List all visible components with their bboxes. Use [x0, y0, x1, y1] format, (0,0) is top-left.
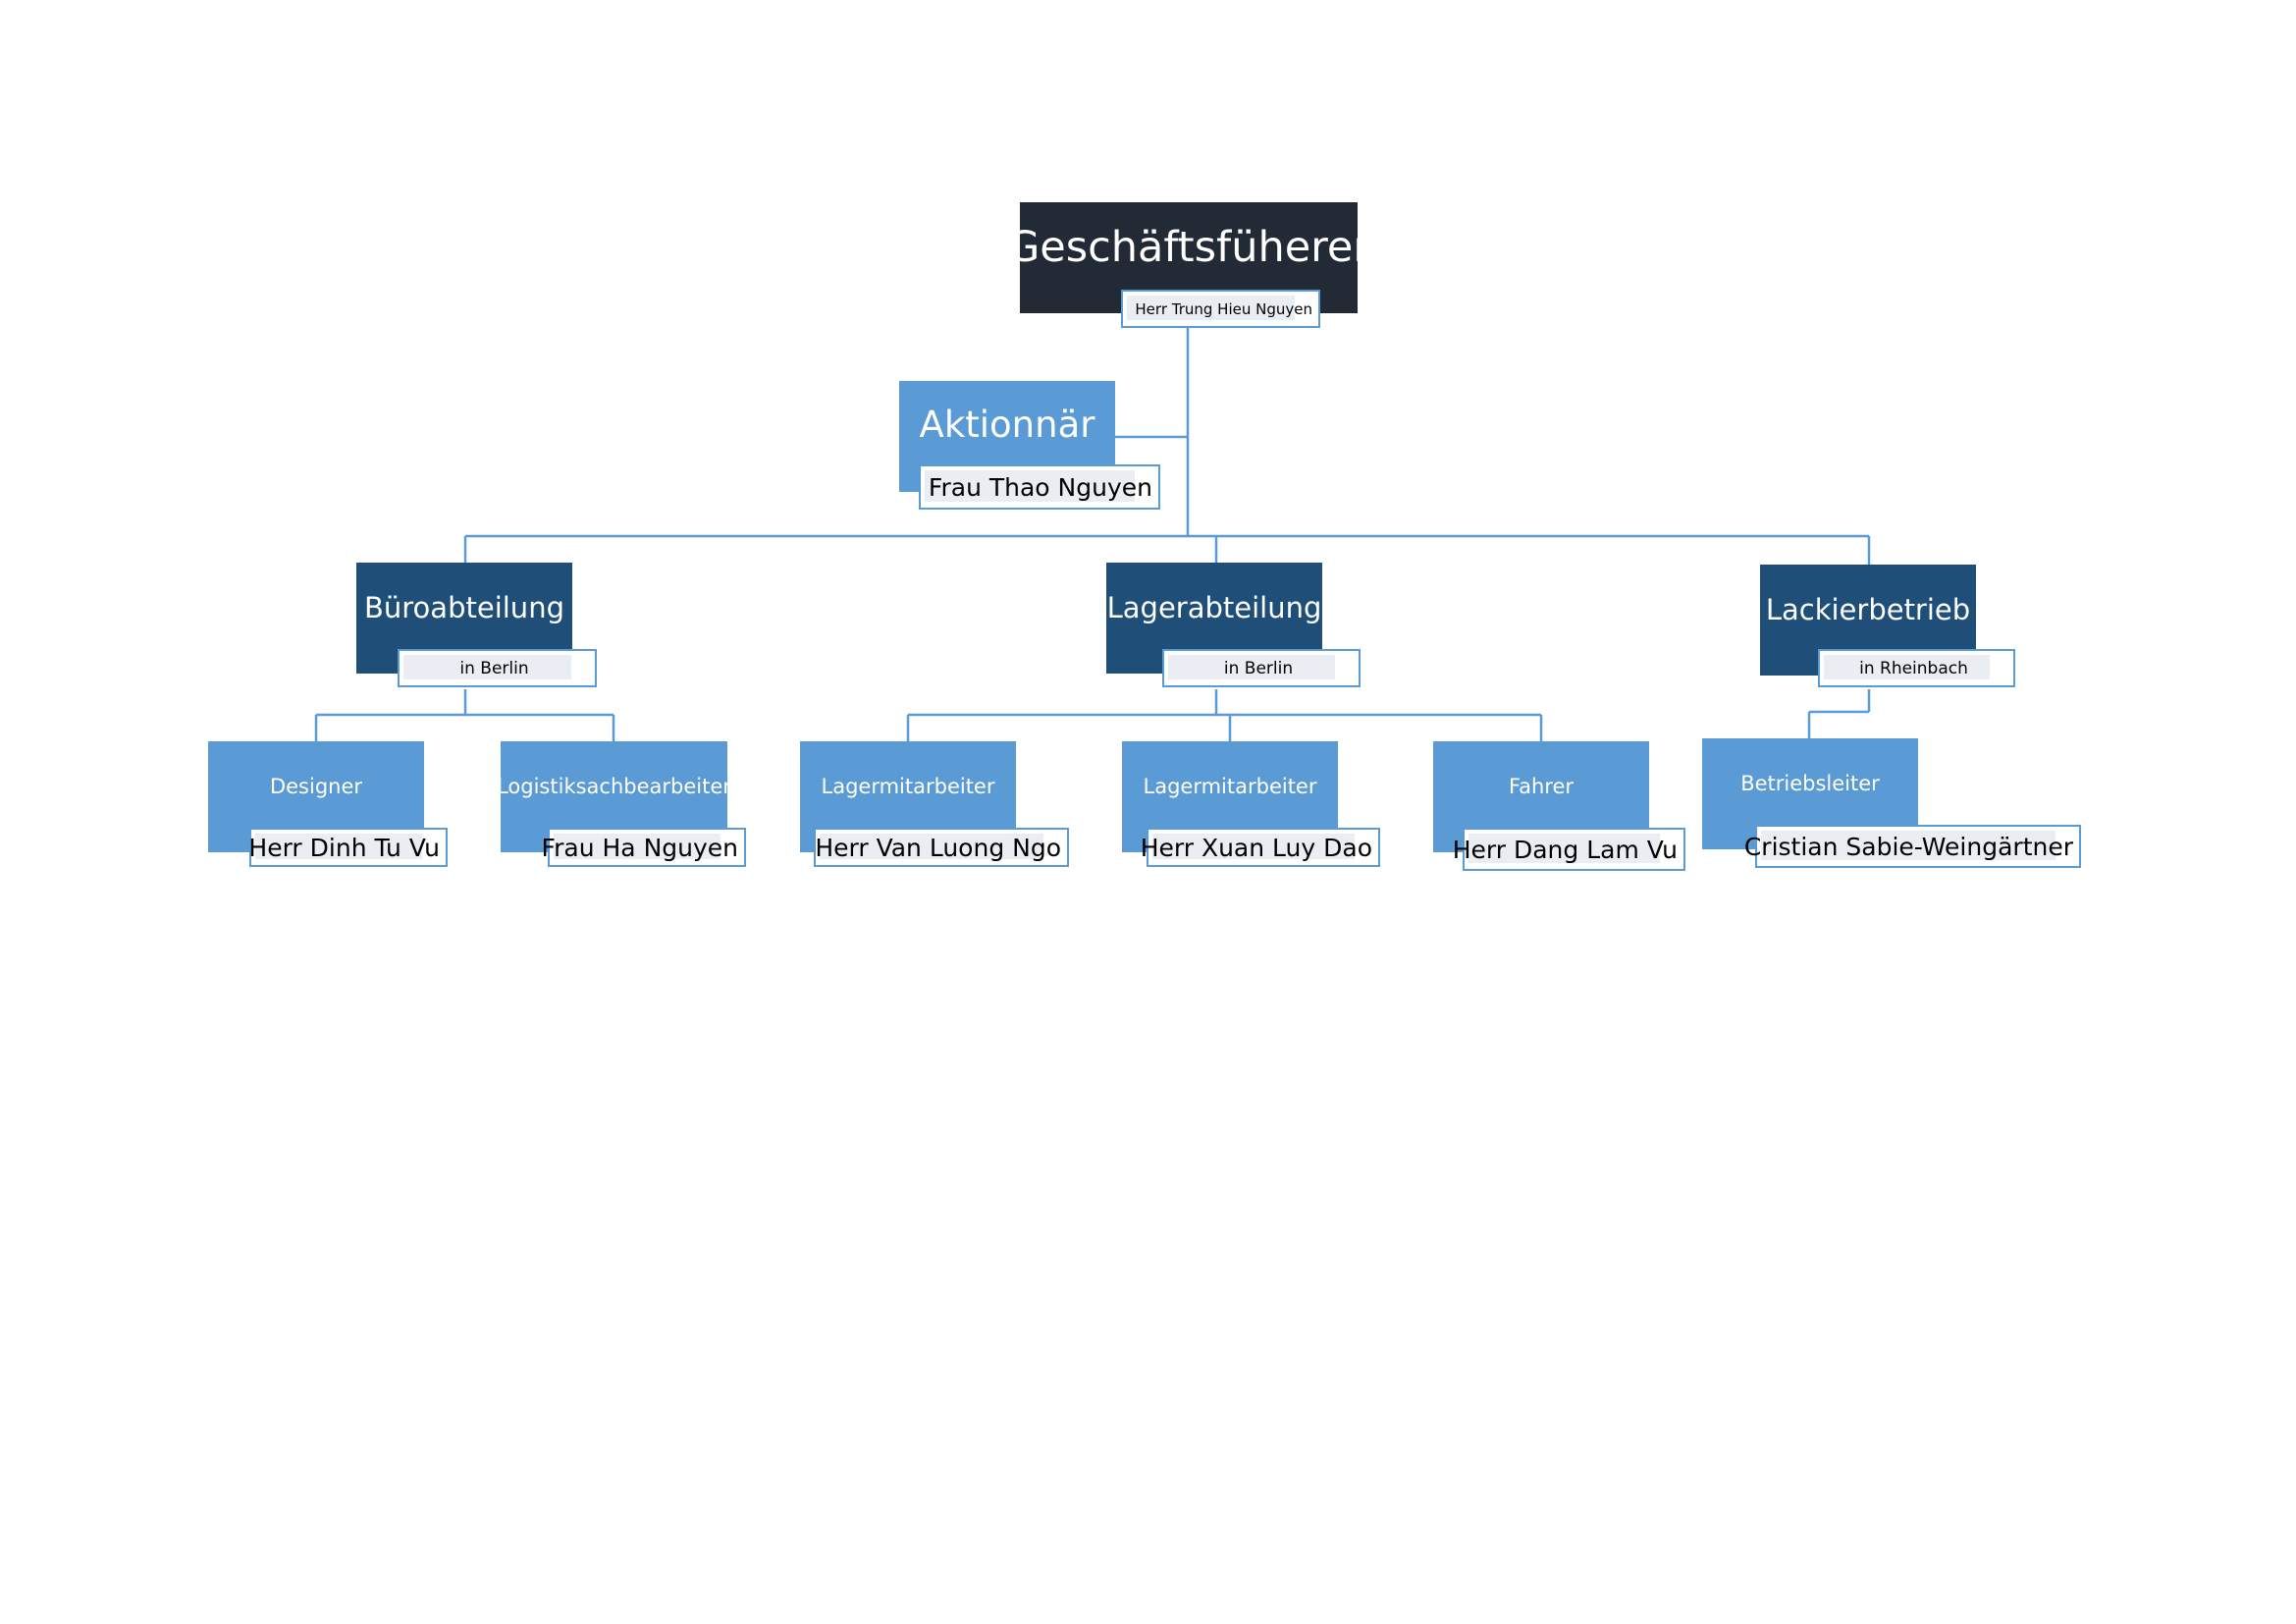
role-name-label: Herr Xuan Luy Dao — [1141, 828, 1380, 867]
department-location: in Berlin — [1223, 658, 1294, 678]
department-location-label: in Berlin — [398, 649, 597, 687]
role-name: Herr Dang Lam Vu — [1452, 835, 1678, 864]
role-name: Herr Xuan Luy Dao — [1140, 833, 1372, 862]
department-title: Büroabteilung — [364, 590, 564, 624]
role-name-label: Frau Ha Nguyen — [542, 828, 746, 867]
role-name: Frau Ha Nguyen — [541, 833, 738, 862]
department-title: Lackierbetrieb — [1765, 592, 1971, 626]
department-location: in Berlin — [459, 658, 529, 678]
shareholder-name-label: Frau Thao Nguyen — [919, 464, 1160, 510]
role-name: Cristian Sabie-Weingärtner — [1743, 832, 2073, 861]
role-name-label: Cristian Sabie-Weingärtner — [1744, 825, 2081, 868]
ceo-title: Geschäftsfüherer — [1006, 222, 1371, 272]
role-title: Lagermitarbeiter — [821, 774, 995, 798]
role-title: Logistiksachbearbeiter — [497, 774, 731, 798]
role-title: Designer — [269, 774, 363, 798]
ceo-name: Herr Trung Hieu Nguyen — [1135, 299, 1312, 318]
department-title: Lagerabteilung — [1106, 590, 1322, 624]
role-title: Lagermitarbeiter — [1143, 774, 1317, 798]
shareholder-name: Frau Thao Nguyen — [928, 472, 1152, 502]
ceo-name-label: Herr Trung Hieu Nguyen — [1121, 290, 1320, 328]
role-name: Herr Dinh Tu Vu — [248, 833, 440, 862]
role-name: Herr Van Luong Ngo — [815, 833, 1061, 862]
role-name-label: Herr Van Luong Ngo — [814, 828, 1069, 867]
role-title: Fahrer — [1508, 774, 1575, 798]
department-location: in Rheinbach — [1859, 658, 1968, 678]
role-name-label: Herr Dang Lam Vu — [1453, 828, 1685, 871]
shareholder-title: Aktionnär — [919, 404, 1095, 446]
department-location-label: in Berlin — [1162, 649, 1361, 687]
department-location-label: in Rheinbach — [1818, 649, 2015, 687]
role-title: Betriebsleiter — [1740, 771, 1880, 795]
role-name-label: Herr Dinh Tu Vu — [248, 828, 448, 867]
ceo-box: Geschäftsfüherer — [1007, 202, 1370, 313]
